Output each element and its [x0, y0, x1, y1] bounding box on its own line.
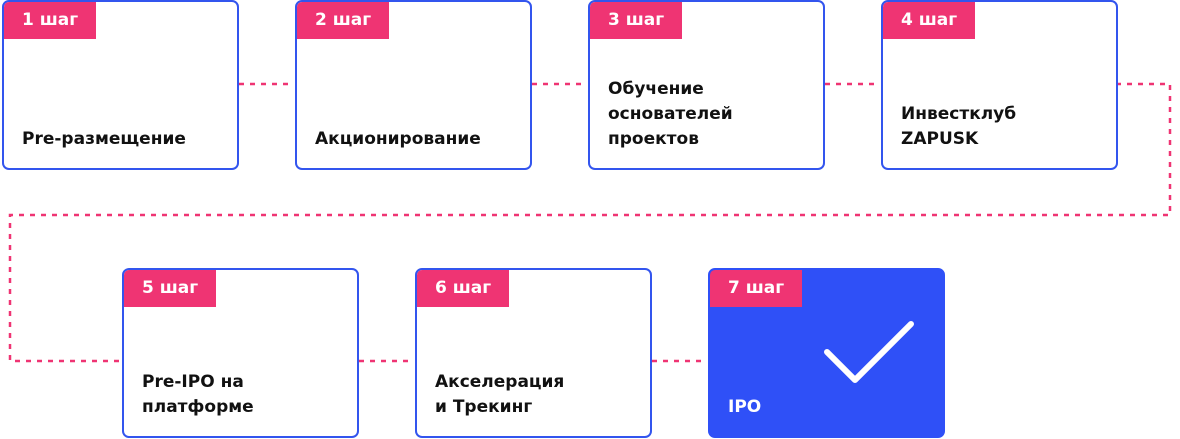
step-badge: 2 шаг — [297, 2, 390, 39]
step-label: Акселерация и Трекинг — [435, 372, 565, 417]
step-card-6: 6 шаг Акселерация и Трекинг — [415, 268, 652, 438]
step-label: IPO — [728, 397, 762, 417]
step-badge: 7 шаг — [710, 270, 803, 307]
checkmark-icon — [824, 321, 914, 383]
step-card-3: 3 шаг Обучение основателей проектов — [588, 0, 825, 170]
step-badge: 1 шаг — [4, 2, 97, 39]
step-label: Pre-IPO на платформе — [142, 372, 254, 417]
step-card-7: 7 шаг IPO — [708, 268, 945, 438]
step-label: Обучение основателей проектов — [608, 79, 733, 149]
step-label: Акционирование — [315, 129, 481, 149]
step-card-5: 5 шаг Pre-IPO на платформе — [122, 268, 359, 438]
step-badge: 6 шаг — [417, 270, 510, 307]
connector-4-5 — [8, 82, 1172, 363]
step-card-4: 4 шаг Инвестклуб ZAPUSK — [881, 0, 1118, 170]
step-card-2: 2 шаг Акционирование — [295, 0, 532, 170]
step-label: Инвестклуб ZAPUSK — [901, 104, 1017, 149]
step-card-1: 1 шаг Pre-размещение — [2, 0, 239, 170]
step-badge: 4 шаг — [883, 2, 976, 39]
step-badge: 3 шаг — [590, 2, 683, 39]
step-label: Pre-размещение — [22, 129, 186, 149]
step-badge: 5 шаг — [124, 270, 217, 307]
